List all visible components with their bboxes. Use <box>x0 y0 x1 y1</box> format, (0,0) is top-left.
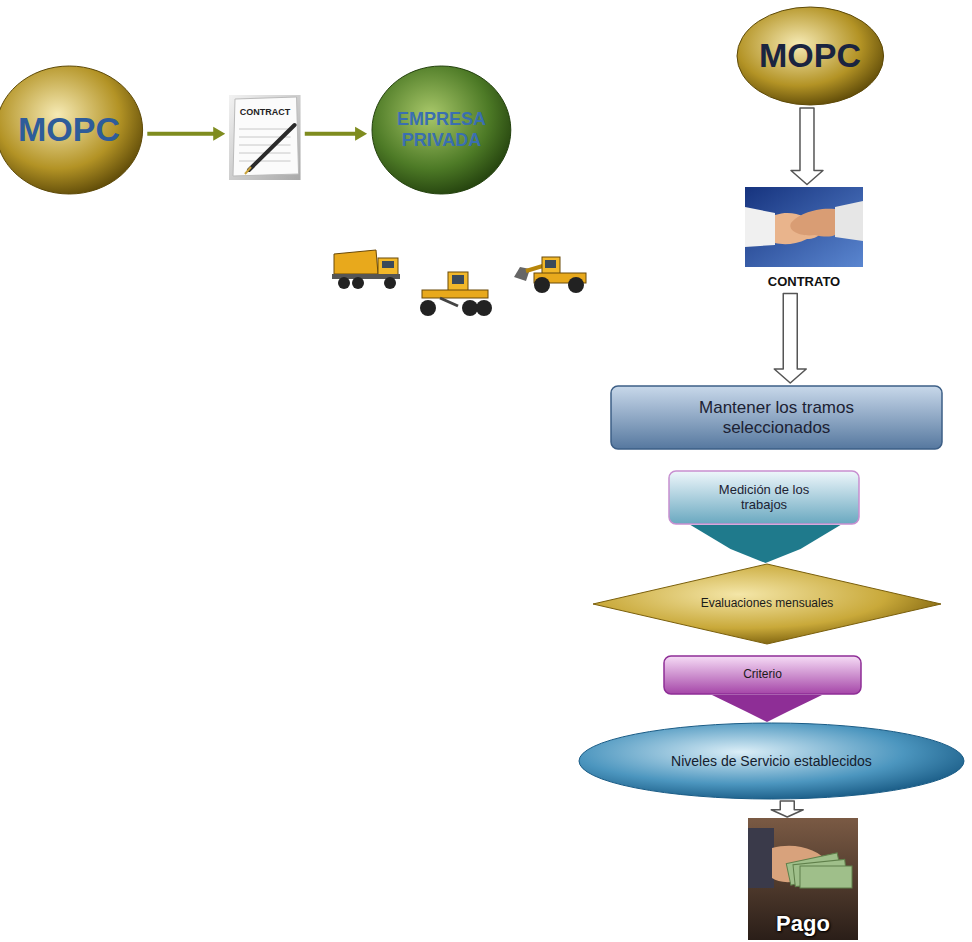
left-sleeve <box>745 207 775 247</box>
pen <box>249 125 295 170</box>
node-text-group: MOPC <box>18 110 120 149</box>
flow-arrow <box>774 293 806 383</box>
flow-arrow <box>305 127 367 141</box>
grader-frame <box>422 290 488 298</box>
flow-arrow <box>771 801 803 817</box>
ellipse-fill <box>372 66 511 194</box>
paper-line <box>239 161 291 162</box>
motor-grader <box>420 272 492 316</box>
node-label: Mantener los tramos seleccionados <box>667 398 887 437</box>
node-label: Medición de los trabajos <box>709 483 819 513</box>
handshake-background <box>745 187 863 267</box>
right-hand <box>790 208 835 236</box>
truck-wheel <box>352 277 364 289</box>
organization-circle: MOPC <box>0 65 143 195</box>
ellipse-fill <box>0 66 142 194</box>
organization-circle: MOPC <box>736 6 885 106</box>
decision-diamond: Evaluaciones mensuales <box>592 563 942 645</box>
right-sleeve <box>835 201 863 241</box>
loader-cab <box>542 257 560 275</box>
grader-cab <box>448 272 468 292</box>
flow-arrow <box>691 525 841 563</box>
paper-sheet <box>233 97 299 176</box>
sleeve <box>748 828 774 888</box>
grader-wheel <box>476 300 492 316</box>
truck-wheel <box>338 277 350 289</box>
box-fill <box>664 656 861 694</box>
paper-background <box>229 95 301 180</box>
ellipse-fill <box>579 723 964 799</box>
paper-line <box>239 129 291 130</box>
node-text-group: EMPRESA PRIVADA <box>393 109 489 150</box>
node-text-group: Pago <box>776 911 830 936</box>
process-box: Criterio <box>663 655 862 695</box>
node-text-group: Evaluaciones mensuales <box>701 597 834 611</box>
node-label: Niveles de Servicio establecidos <box>671 753 872 769</box>
grader-window <box>452 275 464 284</box>
flow-arrow <box>712 695 822 722</box>
loader-window <box>545 260 556 268</box>
process-box: Mantener los tramos seleccionados <box>610 385 943 450</box>
grader-blade <box>440 298 458 306</box>
truck-cab <box>378 258 398 276</box>
truck-window <box>382 261 394 268</box>
process-box: Medición de los trabajos <box>668 470 860 525</box>
box-fill <box>611 386 942 449</box>
node-text-group: CONTRATO <box>768 275 840 290</box>
pen-tip <box>245 167 251 174</box>
ellipse-fill <box>737 7 884 105</box>
node-text-group: MOPC <box>759 36 861 75</box>
dump-truck <box>332 250 400 289</box>
node-label: CONTRATO <box>768 275 840 290</box>
payment-picture: Pago <box>748 818 858 940</box>
node-label: MOPC <box>18 110 120 149</box>
flow-arrow <box>147 127 225 141</box>
node-label: MOPC <box>759 36 861 75</box>
flow-arrow <box>791 108 823 185</box>
node-text-group: Criterio <box>743 668 782 682</box>
node-label: Criterio <box>743 668 782 682</box>
diamond-fill <box>593 564 941 644</box>
truck-wheel <box>384 277 396 289</box>
truck-bed <box>334 250 378 274</box>
payment-background <box>748 818 858 940</box>
node-text-group: Medición de los trabajos <box>709 483 819 513</box>
node-label: CONTRACT <box>240 107 291 117</box>
grader-wheel <box>420 300 436 316</box>
node-label: EMPRESA PRIVADA <box>393 109 489 150</box>
box-fill <box>669 471 859 524</box>
node-text-group: Niveles de Servicio establecidos <box>671 753 872 769</box>
grader-wheel <box>462 300 478 316</box>
loader-wheel <box>534 277 550 293</box>
wheel-loader <box>514 257 586 293</box>
contract-handshake: CONTRATO <box>745 187 863 292</box>
company-circle: EMPRESA PRIVADA <box>371 65 512 195</box>
contract-picture: CONTRACT <box>229 95 301 180</box>
banknote <box>800 866 852 888</box>
loader-wheel <box>568 277 584 293</box>
paper-line <box>239 145 291 146</box>
node-text-group: Mantener los tramos seleccionados <box>667 398 887 437</box>
node-label: Evaluaciones mensuales <box>701 597 834 611</box>
result-ellipse: Niveles de Servicio establecidos <box>578 722 965 800</box>
node-text-group: CONTRACT <box>240 107 291 117</box>
node-label: Pago <box>776 911 830 936</box>
